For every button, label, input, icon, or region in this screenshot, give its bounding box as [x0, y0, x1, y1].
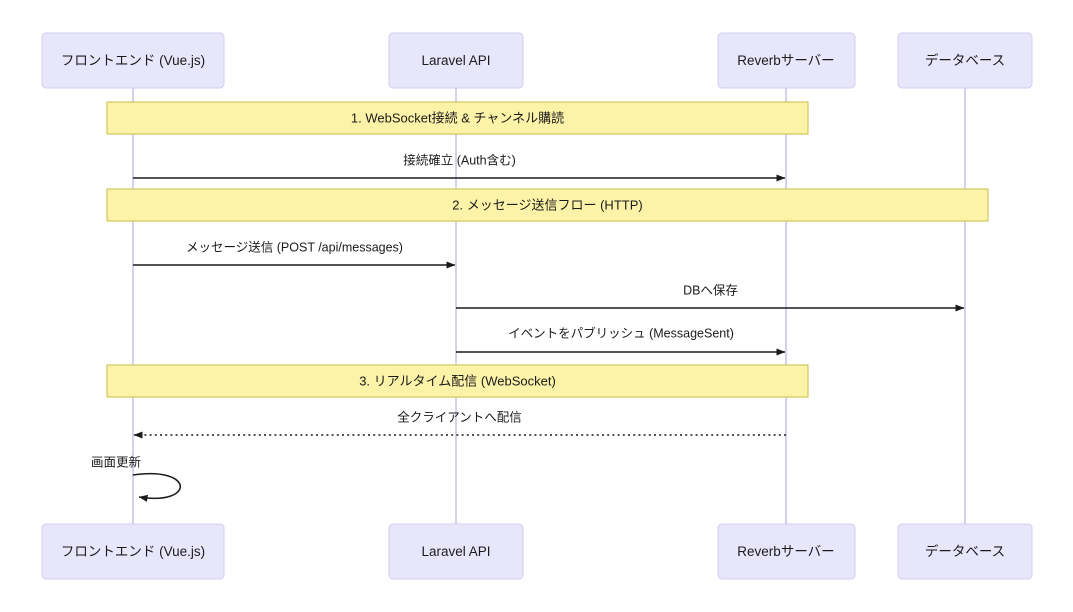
phase-banner-3: 3. リアルタイム配信 (WebSocket)	[106, 364, 809, 398]
self-message-label: 画面更新	[91, 454, 141, 469]
participant-label: フロントエンド (Vue.js)	[61, 544, 205, 559]
message-msg-broadcast: 全クライアントへ配信	[133, 409, 786, 439]
phase-banner-1: 1. WebSocket接続 & チャンネル購読	[106, 101, 809, 135]
participant-box[interactable]	[388, 523, 524, 580]
self-message-loop-arrow	[132, 472, 181, 502]
messages-layer: 接続確立 (Auth含む) メッセージ送信 (POST /api/messages…	[91, 152, 965, 502]
participant-box[interactable]	[41, 523, 225, 580]
participant-box[interactable]	[41, 32, 225, 89]
message-label: 接続確立 (Auth含む)	[403, 152, 516, 167]
phase-banner-label: 2. メッセージ送信フロー (HTTP)	[452, 197, 642, 212]
participant-frontend-top[interactable]: フロントエンド (Vue.js)	[41, 32, 225, 89]
participant-box[interactable]	[717, 32, 856, 89]
participant-label: Reverbサーバー	[737, 53, 834, 68]
participant-box[interactable]	[717, 523, 856, 580]
message-label: イベントをパブリッシュ (MessageSent)	[508, 325, 734, 340]
phase-banner-label: 3. リアルタイム配信 (WebSocket)	[359, 373, 556, 388]
message-msg-publish: イベントをパブリッシュ (MessageSent)	[456, 325, 786, 356]
participant-label: Reverbサーバー	[737, 544, 834, 559]
phase-banner-background	[106, 188, 989, 222]
phase-banner-background	[106, 101, 809, 135]
phase-banner-2: 2. メッセージ送信フロー (HTTP)	[106, 188, 989, 222]
message-msg-save: DBへ保存	[456, 283, 965, 312]
message-msg-connect: 接続確立 (Auth含む)	[133, 152, 786, 182]
message-label: DBへ保存	[683, 283, 738, 297]
phase-banner-label: 1. WebSocket接続 & チャンネル購読	[351, 110, 564, 125]
phase-banner-background	[106, 364, 809, 398]
participant-label: データベース	[925, 543, 1005, 559]
participant-reverb-top[interactable]: Reverbサーバー	[717, 32, 856, 89]
lifelines-layer	[132, 88, 966, 524]
participant-box[interactable]	[897, 32, 1033, 89]
message-label: 全クライアントへ配信	[397, 409, 522, 424]
participant-label: Laravel API	[421, 53, 490, 68]
participant-label: データベース	[925, 52, 1005, 68]
message-label: メッセージ送信 (POST /api/messages)	[186, 239, 403, 254]
participant-laravel-bottom[interactable]: Laravel API	[388, 523, 524, 580]
participant-box[interactable]	[388, 32, 524, 89]
participant-frontend-bottom[interactable]: フロントエンド (Vue.js)	[41, 523, 225, 580]
message-msg-send: メッセージ送信 (POST /api/messages)	[133, 239, 456, 269]
participant-database-top[interactable]: データベース	[897, 32, 1033, 89]
participant-box[interactable]	[897, 523, 1033, 580]
participant-database-bottom[interactable]: データベース	[897, 523, 1033, 580]
participant-laravel-top[interactable]: Laravel API	[388, 32, 524, 89]
participant-reverb-bottom[interactable]: Reverbサーバー	[717, 523, 856, 580]
banners-layer: 1. WebSocket接続 & チャンネル購読 2. メッセージ送信フロー (H…	[106, 101, 989, 398]
self-message-msg-refresh: 画面更新	[91, 454, 181, 502]
participant-label: フロントエンド (Vue.js)	[61, 53, 205, 68]
participant-label: Laravel API	[421, 544, 490, 559]
